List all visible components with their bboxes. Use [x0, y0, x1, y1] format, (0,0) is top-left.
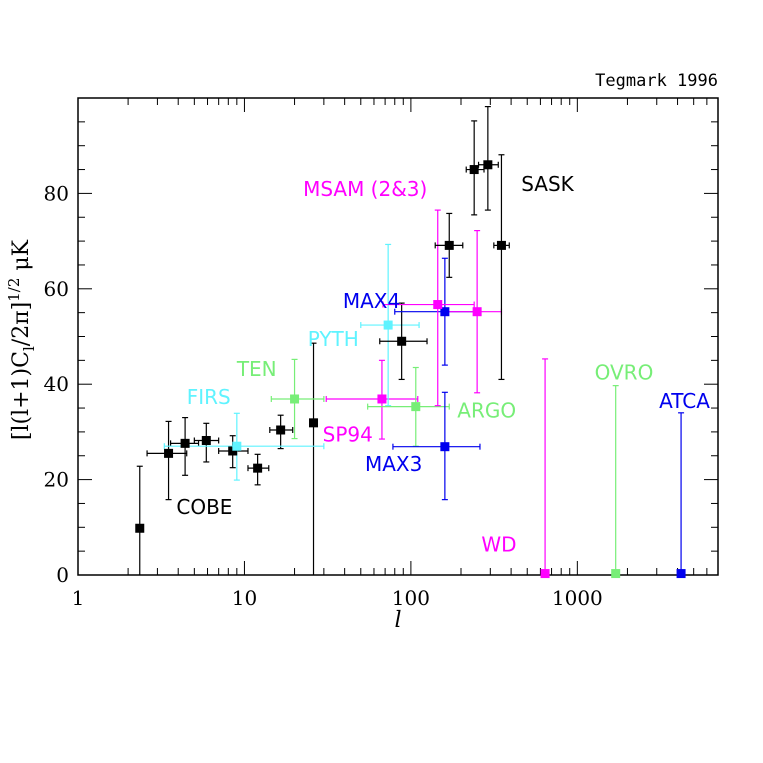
- data-point: [276, 425, 286, 435]
- y-tick-label: 0: [56, 563, 69, 587]
- data-point: [290, 394, 300, 404]
- experiment-label: COBE: [176, 495, 232, 519]
- data-point: [440, 442, 450, 452]
- data-point: [411, 402, 421, 412]
- experiment-label: FIRS: [187, 385, 231, 409]
- y-tick-label: 80: [44, 181, 69, 205]
- data-point: [611, 569, 621, 579]
- data-point: [440, 307, 450, 317]
- experiment-label: MAX4: [343, 289, 400, 313]
- data-point: [309, 418, 319, 428]
- experiment-label: OVRO: [595, 360, 654, 384]
- data-point: [201, 435, 211, 445]
- experiment-label: MAX3: [365, 452, 422, 476]
- x-tick-label: 1000: [552, 586, 603, 610]
- experiment-label: WD: [481, 533, 516, 557]
- axis-ticks: 1 10 100 1000 0 20 40 60 80: [44, 97, 719, 610]
- plot-frame: [77, 97, 719, 576]
- experiment-label: ARGO: [457, 399, 516, 423]
- data-points: [135, 160, 686, 579]
- experiment-label: ATCA: [659, 389, 710, 413]
- data-point: [483, 160, 493, 170]
- data-point: [383, 320, 393, 330]
- data-point: [180, 438, 190, 448]
- y-tick-label: 60: [44, 277, 69, 301]
- experiment-label: PYTH: [308, 327, 359, 351]
- data-point: [135, 523, 145, 533]
- data-point: [676, 569, 686, 579]
- data-point: [377, 394, 387, 404]
- x-tick-label: 100: [392, 586, 430, 610]
- data-point: [232, 441, 242, 451]
- data-point: [164, 448, 174, 458]
- y-tick-label: 40: [44, 372, 69, 396]
- x-tick-label: 1: [72, 586, 85, 610]
- experiment-label: TEN: [236, 357, 277, 381]
- data-point: [228, 446, 238, 456]
- experiment-label: SP94: [323, 422, 373, 446]
- data-point: [496, 240, 506, 250]
- x-axis-title: l: [394, 608, 401, 633]
- data-point: [433, 300, 443, 310]
- credit-label: Tegmark 1996: [595, 71, 718, 91]
- experiment-label: MSAM (2&3): [303, 177, 427, 201]
- experiment-label: SASK: [521, 172, 574, 196]
- y-tick-label: 20: [44, 468, 69, 492]
- data-point: [469, 165, 479, 175]
- data-point: [472, 307, 482, 317]
- data-point: [444, 240, 454, 250]
- y-axis-title: [l(l+1)Cl/2π]1/2 μK: [5, 239, 38, 440]
- data-point: [540, 569, 550, 579]
- x-tick-label: 10: [232, 586, 257, 610]
- data-point: [253, 463, 263, 473]
- data-point: [397, 336, 407, 346]
